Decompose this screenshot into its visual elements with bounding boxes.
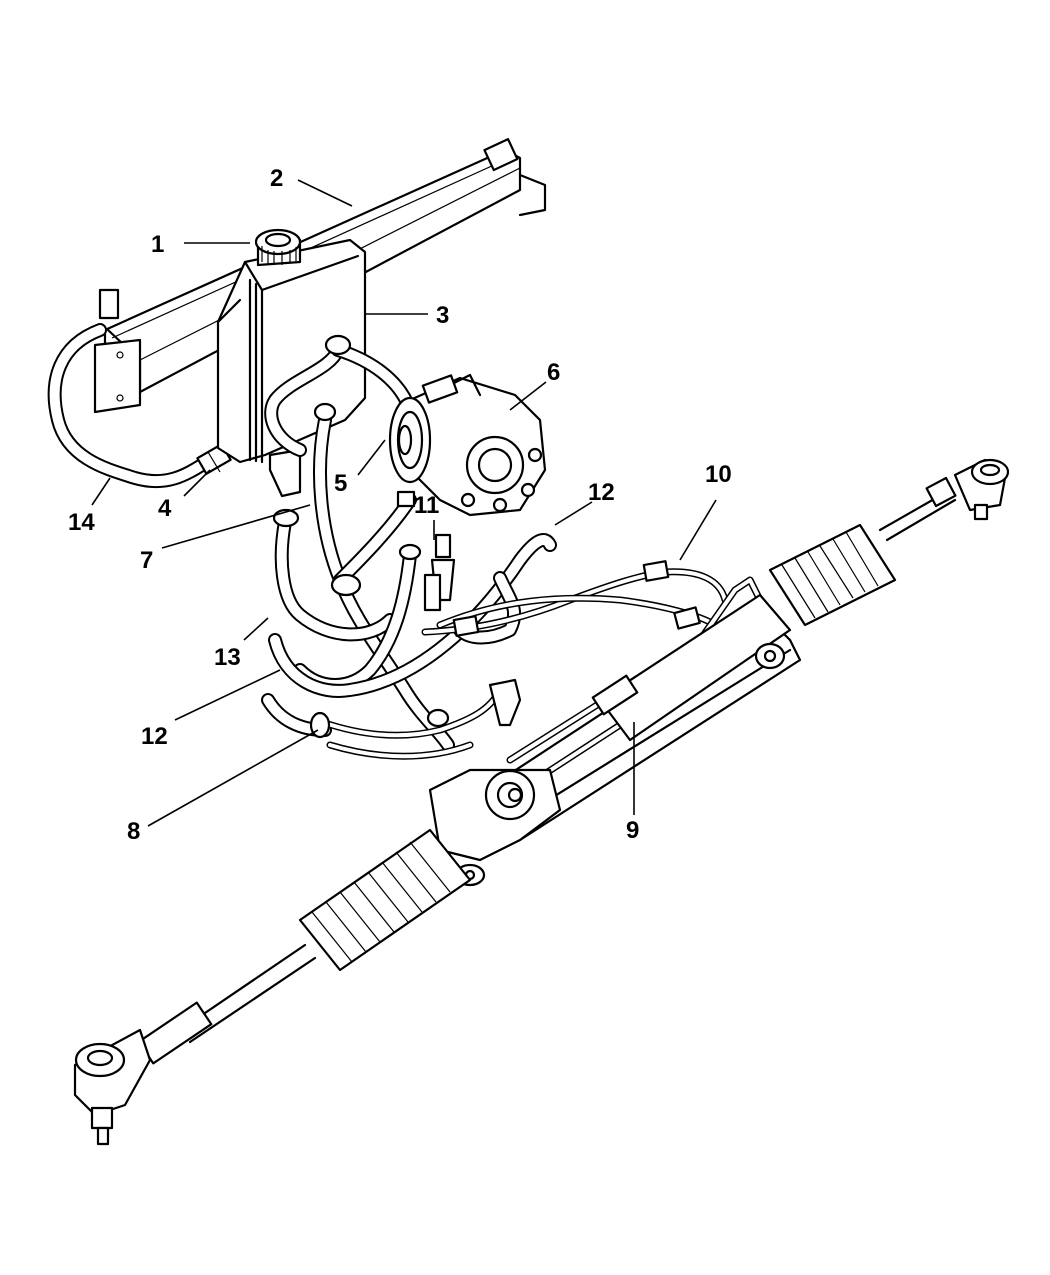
callout-9: 9 <box>626 817 639 844</box>
callout-11: 11 <box>414 492 439 519</box>
callout-1: 1 <box>151 231 164 258</box>
callout-6: 6 <box>547 359 560 386</box>
callout-12-right: 12 <box>588 479 615 506</box>
fitting-11 <box>423 533 456 612</box>
reservoir-cap-1 <box>254 228 302 267</box>
return-hose-14 <box>47 323 217 489</box>
pinion-housing <box>428 768 562 887</box>
callout-labels: 1 2 3 4 5 6 7 8 9 10 11 12 12 13 14 <box>68 165 732 845</box>
callout-7: 7 <box>140 547 153 574</box>
reservoir-3 <box>216 238 367 498</box>
pressure-hose-7 <box>313 402 455 752</box>
pressure-line-10 <box>421 560 729 637</box>
callout-2: 2 <box>270 165 283 192</box>
left-boot <box>298 828 472 972</box>
left-tie-rod-end <box>73 1028 152 1146</box>
right-tie-rod-end <box>953 458 1010 521</box>
callout-12-left: 12 <box>141 723 168 750</box>
callout-4: 4 <box>158 495 172 522</box>
power-steering-pump-6 <box>388 373 547 517</box>
callout-3: 3 <box>436 302 449 329</box>
callout-14: 14 <box>68 509 95 536</box>
steering-gear-9 <box>73 458 1010 1146</box>
right-boot <box>768 523 897 627</box>
return-line-8 <box>309 678 522 760</box>
callout-8: 8 <box>127 818 140 845</box>
callout-leaders <box>91 179 717 827</box>
callout-13: 13 <box>214 644 241 671</box>
callout-10: 10 <box>705 461 732 488</box>
callout-5: 5 <box>334 470 347 497</box>
